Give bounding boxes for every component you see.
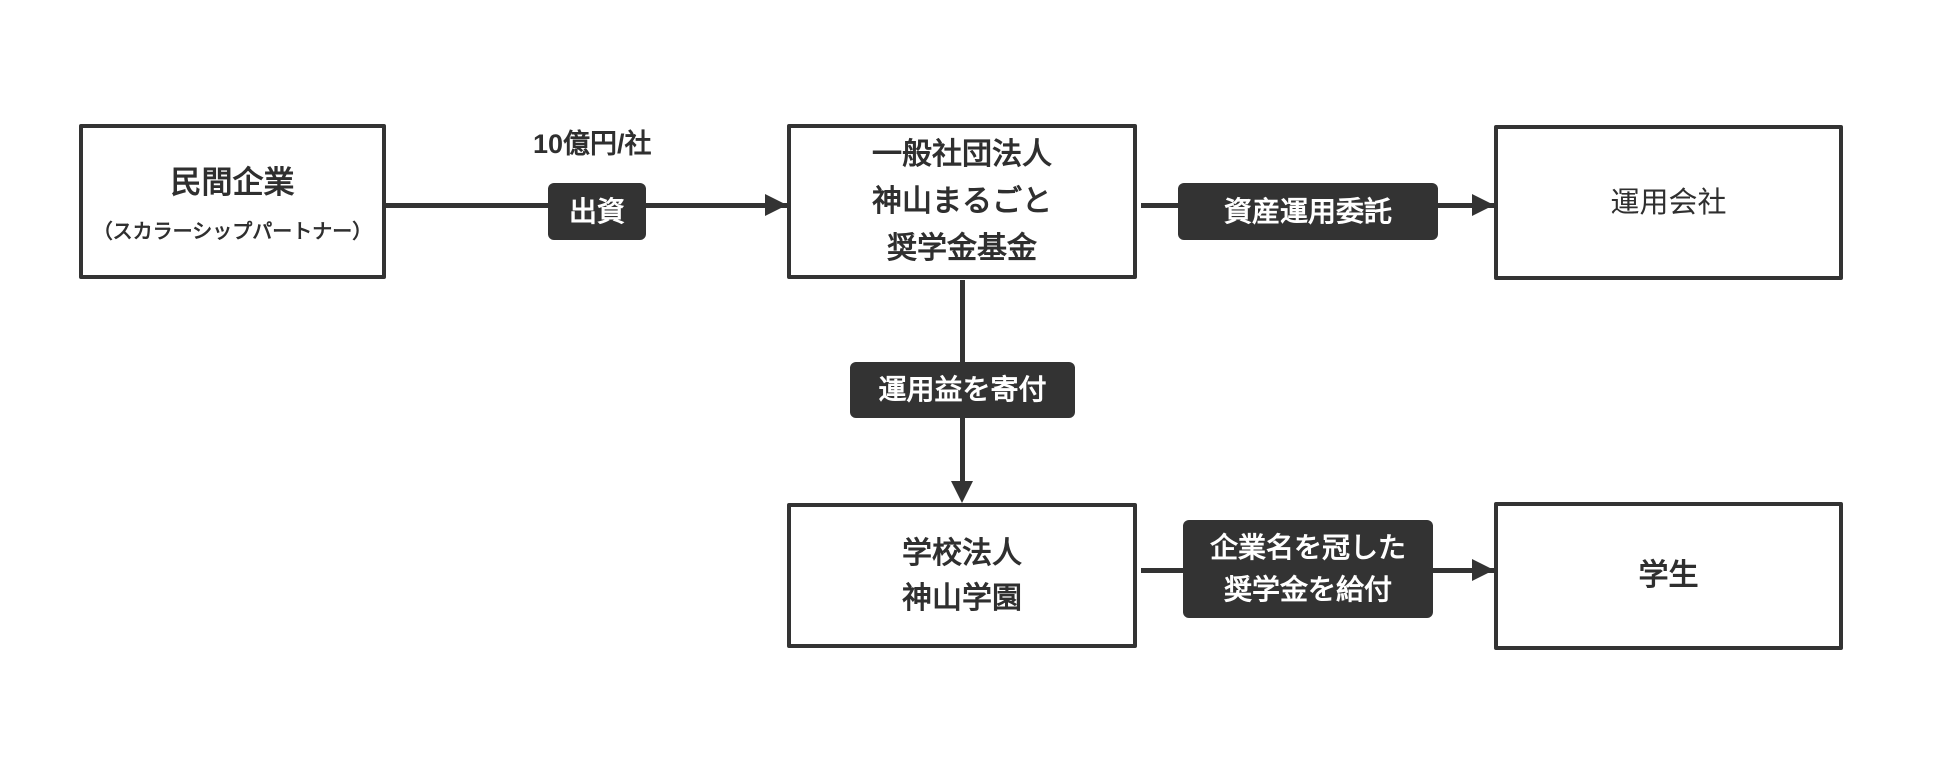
node-school: 学校法人 神山学園 [787,503,1137,648]
edge-badge-investment-label: 出資 [568,195,625,227]
edge-annotation-investment-amount: 10億円/社 [533,129,652,159]
node-private-company: 民間企業 （スカラーシップパートナー） [79,124,386,279]
arrowhead-right-asset-management-icon [1472,194,1494,216]
node-foundation-line3: 奨学金基金 [887,232,1037,265]
node-asset-manager-title: 運用会社 [1610,186,1727,219]
node-private-company-title: 民間企業 [170,164,295,200]
edge-badge-scholarship-label-line2: 奨学金を給付 [1223,574,1392,605]
arrowhead-right-scholarship-icon [1472,559,1494,581]
edge-badge-asset-management-label: 資産運用委託 [1223,195,1392,227]
edge-badge-donation-label: 運用益を寄付 [878,374,1047,405]
node-students: 学生 [1494,502,1843,650]
node-private-company-subtitle: （スカラーシップパートナー） [92,220,373,243]
node-foundation: 一般社団法人 神山まるごと 奨学金基金 [787,124,1137,279]
arrowhead-down-donation-icon [951,481,973,503]
edge-badge-scholarship-label-line1: 企業名を冠した [1209,532,1406,563]
node-foundation-line2: 神山まるごと [872,185,1052,218]
edge-badge-scholarship: 企業名を冠した 奨学金を給付 [1183,520,1433,618]
node-asset-manager: 運用会社 [1494,125,1843,280]
node-foundation-line1: 一般社団法人 [872,138,1052,171]
arrowhead-right-investment-icon [765,194,787,216]
node-school-line2: 神山学園 [902,581,1022,615]
edge-badge-donation: 運用益を寄付 [850,362,1075,418]
edge-badge-asset-management: 資産運用委託 [1178,183,1438,240]
edge-badge-investment: 出資 [548,183,646,240]
node-students-title: 学生 [1638,559,1699,592]
node-school-line1: 学校法人 [902,536,1022,570]
